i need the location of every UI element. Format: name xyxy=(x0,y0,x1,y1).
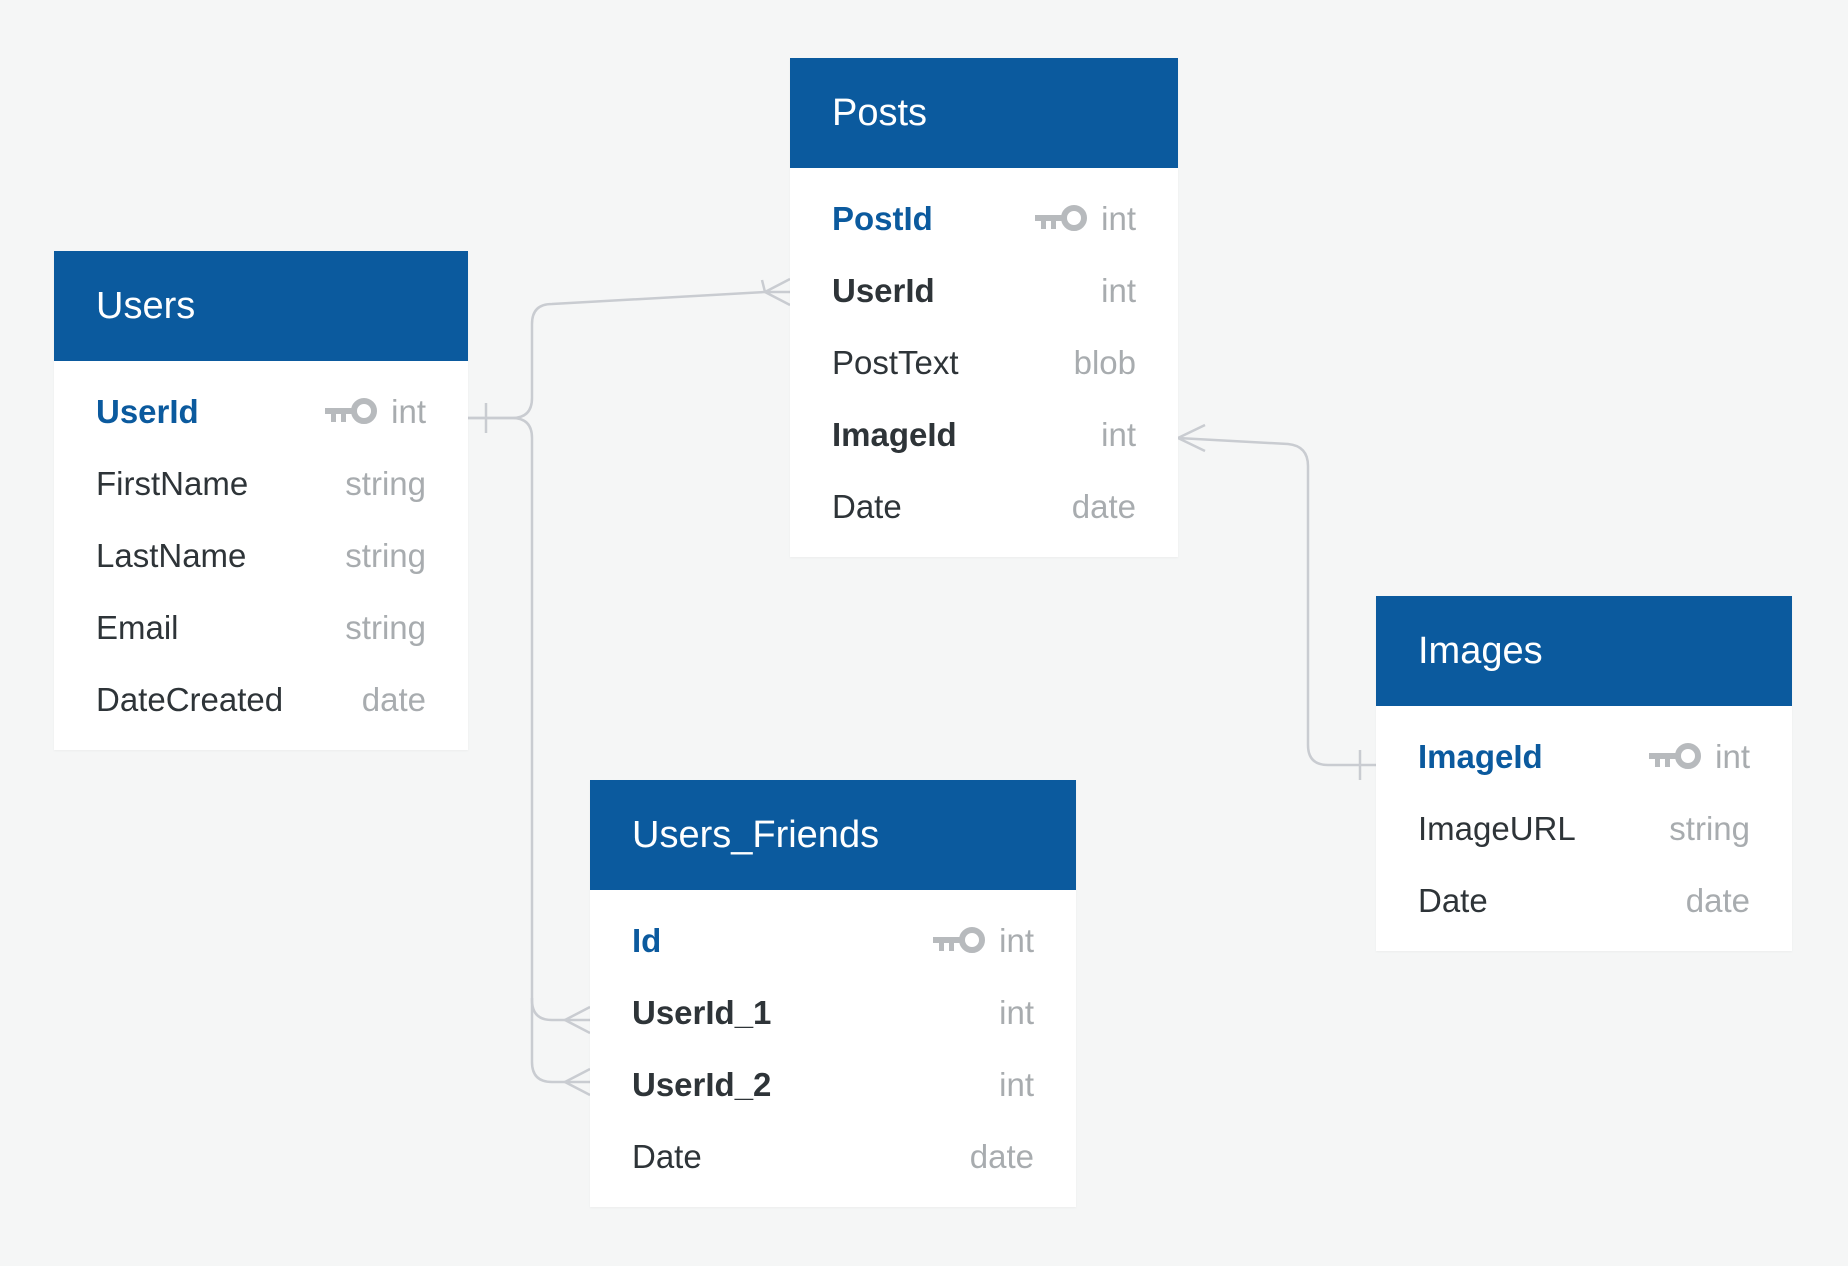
table-fields: PostId int UserId int PostText blob Imag… xyxy=(790,168,1178,557)
field-row[interactable]: LastName string xyxy=(54,520,468,592)
connector-users-friends-2 xyxy=(530,998,590,1084)
connector-images-posts xyxy=(1177,436,1376,767)
field-row[interactable]: ImageId int xyxy=(790,399,1178,471)
connector-users-posts xyxy=(468,290,766,420)
field-type: string xyxy=(1669,810,1750,847)
field-name: UserId_1 xyxy=(632,994,772,1031)
field-row[interactable]: Email string xyxy=(54,592,468,664)
field-name: UserId xyxy=(832,272,935,309)
field-name: Date xyxy=(1418,882,1488,919)
key-icon xyxy=(323,398,379,426)
table-users-friends[interactable]: Users_Friends Id int UserId_1 int UserId… xyxy=(590,780,1076,1207)
field-name: LastName xyxy=(96,537,247,574)
field-type: date xyxy=(969,1138,1034,1175)
field-type: int xyxy=(999,1066,1034,1103)
field-name: Date xyxy=(832,488,902,525)
field-name: PostId xyxy=(832,200,933,237)
field-name: ImageURL xyxy=(1418,810,1576,847)
many-marker-images-posts xyxy=(1177,423,1206,453)
field-type: string xyxy=(345,537,426,574)
field-name: UserId_2 xyxy=(632,1066,772,1103)
many-marker-friends-1 xyxy=(564,1005,591,1035)
field-name: UserId xyxy=(96,393,199,430)
field-name: DateCreated xyxy=(96,681,284,718)
field-row[interactable]: UserId_2 int xyxy=(590,1049,1076,1121)
table-posts[interactable]: Posts PostId int UserId int PostText blo… xyxy=(790,58,1178,557)
field-type: string xyxy=(345,609,426,646)
field-type: int xyxy=(391,393,426,430)
field-name: Id xyxy=(632,922,662,959)
field-type: date xyxy=(1685,882,1750,919)
field-type: string xyxy=(345,465,426,502)
field-type: int xyxy=(999,922,1034,959)
field-type: int xyxy=(1101,416,1136,453)
table-header[interactable]: Users_Friends xyxy=(590,780,1076,890)
field-row[interactable]: Id int xyxy=(590,905,1076,977)
field-type: date xyxy=(361,681,426,718)
table-fields: Id int UserId_1 int UserId_2 int Date da… xyxy=(590,890,1076,1207)
field-row[interactable]: DateCreated date xyxy=(54,664,468,736)
table-users[interactable]: Users UserId int FirstName string LastNa… xyxy=(54,251,468,750)
field-type: int xyxy=(1101,272,1136,309)
field-row[interactable]: Date date xyxy=(1376,865,1792,937)
table-fields: UserId int FirstName string LastName str… xyxy=(54,361,468,750)
many-marker-friends-2 xyxy=(564,1067,591,1097)
field-name: Email xyxy=(96,609,179,646)
field-type: date xyxy=(1071,488,1136,525)
field-row[interactable]: ImageId int xyxy=(1376,721,1792,793)
table-title: Users xyxy=(96,284,196,327)
field-row[interactable]: UserId_1 int xyxy=(590,977,1076,1049)
key-icon xyxy=(931,927,987,955)
table-fields: ImageId int ImageURL string Date date xyxy=(1376,706,1792,951)
field-row[interactable]: ImageURL string xyxy=(1376,793,1792,865)
field-row[interactable]: PostText blob xyxy=(790,327,1178,399)
table-title: Posts xyxy=(832,91,928,134)
connector-users-friends-1 xyxy=(468,416,590,1022)
field-type: int xyxy=(999,994,1034,1031)
field-type: blob xyxy=(1073,344,1136,381)
table-header[interactable]: Posts xyxy=(790,58,1178,168)
field-name: Date xyxy=(632,1138,702,1175)
field-type: int xyxy=(1715,738,1750,775)
table-images[interactable]: Images ImageId int ImageURL string Date … xyxy=(1376,596,1792,951)
field-row[interactable]: UserId int xyxy=(54,376,468,448)
field-row[interactable]: UserId int xyxy=(790,255,1178,327)
key-icon xyxy=(1033,205,1089,233)
field-row[interactable]: PostId int xyxy=(790,183,1178,255)
field-type: int xyxy=(1101,200,1136,237)
field-name: FirstName xyxy=(96,465,249,502)
table-header[interactable]: Users xyxy=(54,251,468,361)
table-title: Images xyxy=(1418,629,1543,672)
field-row[interactable]: Date date xyxy=(790,471,1178,543)
table-header[interactable]: Images xyxy=(1376,596,1792,706)
field-row[interactable]: FirstName string xyxy=(54,448,468,520)
key-icon xyxy=(1647,743,1703,771)
many-marker-posts xyxy=(760,277,791,307)
field-name: ImageId xyxy=(832,416,957,453)
field-row[interactable]: Date date xyxy=(590,1121,1076,1193)
field-name: ImageId xyxy=(1418,738,1543,775)
table-title: Users_Friends xyxy=(632,813,880,856)
field-name: PostText xyxy=(832,344,959,381)
